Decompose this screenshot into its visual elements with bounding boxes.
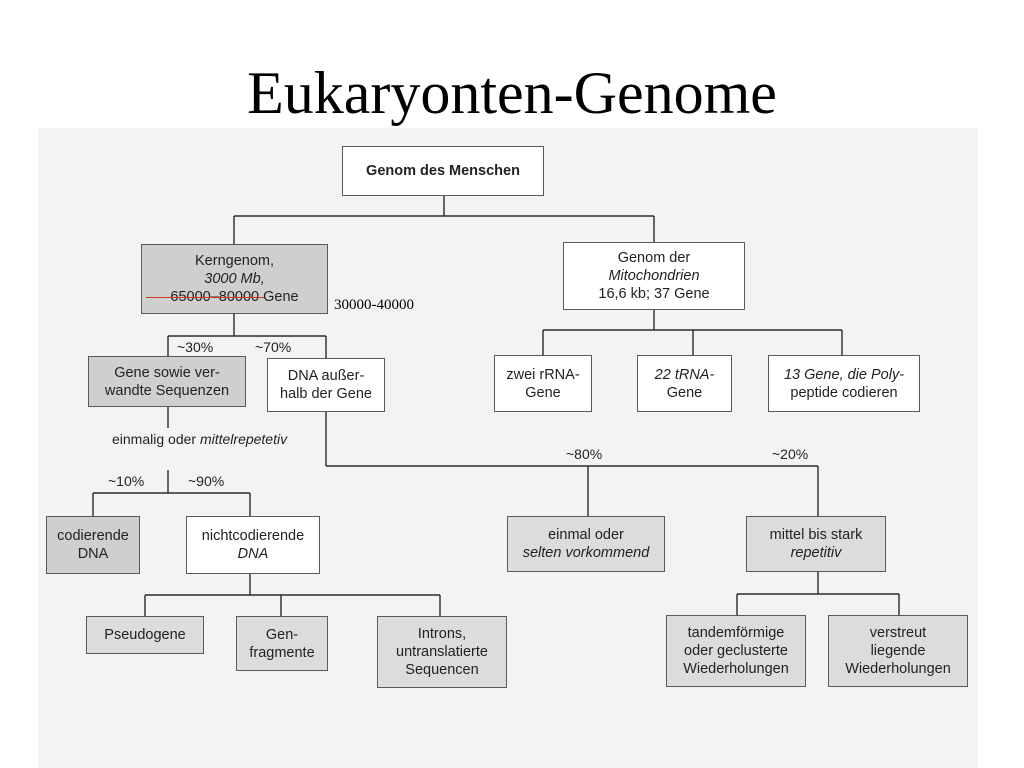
split-90-percent-label: ~90% — [188, 473, 225, 489]
tandem-line-2: oder geclusterte — [684, 643, 788, 659]
split-10-percent-label: ~10% — [108, 473, 145, 489]
split-30-percent-label: ~30% — [177, 339, 214, 355]
tandem-repeats-box: tandemförmige oder geclusterte Wiederhol… — [666, 615, 806, 687]
nuclear-line-2: 3000 Mb, — [204, 271, 265, 287]
scattered-line-3: Wiederholungen — [845, 661, 951, 677]
split-70-percent-label: ~70% — [255, 339, 292, 355]
genes-line-2: wandte Sequenzen — [104, 382, 230, 399]
introns-box: Introns, untranslatierte Sequencen — [377, 616, 507, 688]
repetitive-box: mittel bis stark repetitiv — [746, 516, 886, 572]
once-line-2: mittelrepetetiv — [199, 431, 288, 447]
introns-line-2: untranslatierte — [396, 644, 488, 660]
introns-line-1: Introns, — [417, 626, 467, 642]
fragments-line-2: fragmente — [249, 644, 315, 661]
tandem-line-1: tandemförmige — [687, 625, 785, 641]
polypeptide-genes-box: 13 Gene, die Poly- peptide codieren — [768, 355, 920, 412]
split-20-percent-label: ~20% — [772, 446, 809, 462]
nuclear-line-3: Gene — [259, 289, 299, 305]
introns-line-3: Sequencen — [405, 662, 479, 678]
rare-occurring-box: einmal oder selten vorkommend — [507, 516, 665, 572]
once-or-mid-label: einmalig oder mittelrepetetiv — [112, 430, 288, 448]
trna-line-1: 22 tRNA- — [654, 366, 715, 383]
repetitive-line-2: repetitiv — [790, 545, 842, 561]
rare-line-2: selten vorkommend — [522, 545, 650, 561]
noncoding-line-1: nichtcodierende — [201, 528, 305, 544]
noncoding-dna-box: nichtcodierende DNA — [186, 516, 320, 574]
mito-genome-box: Genom der Mitochondrien 16,6 kb; 37 Gene — [563, 242, 745, 310]
genes-line-1: Gene sowie ver- — [114, 364, 220, 381]
rrna-line-1: zwei rRNA- — [506, 366, 580, 383]
outside-genes-box: DNA außer- halb der Gene — [267, 358, 385, 412]
coding-line-2: DNA — [77, 546, 109, 562]
root-genome-box: Genom des Menschen — [342, 146, 544, 196]
outside-line-1: DNA außer- — [287, 368, 365, 384]
noncoding-line-2: DNA — [237, 546, 269, 562]
tandem-line-3: Wiederholungen — [683, 661, 789, 677]
root-genome-label: Genom des Menschen — [366, 163, 520, 179]
mito-line-2: Mitochondrien — [608, 268, 700, 284]
gene-fragments-box: Gen- fragmente — [236, 616, 328, 671]
mito-line-3: 16,6 kb; 37 Gene — [598, 286, 710, 302]
handwritten-gene-count-correction: 30000-40000 — [334, 297, 414, 313]
pseudogenes-label: Pseudogene — [104, 627, 186, 643]
coding-dna-box: codierende DNA — [46, 516, 140, 574]
slide-title: Eukaryonten-Genome — [247, 60, 777, 126]
fragments-line-1: Gen- — [265, 626, 299, 643]
pseudogenes-box: Pseudogene — [86, 616, 204, 654]
scattered-line-1: verstreut — [869, 625, 927, 641]
genes-related-box: Gene sowie ver- wandte Sequenzen — [88, 356, 246, 407]
nuclear-genome-box: Kerngenom, 3000 Mb, 65000–80000 Gene — [141, 244, 328, 314]
polypeptide-line-1: 13 Gene, die Poly- — [783, 366, 905, 383]
rrna-genes-box: zwei rRNA- Gene — [494, 355, 592, 412]
scattered-repeats-box: verstreut liegende Wiederholungen — [828, 615, 968, 687]
once-line-1: einmalig oder — [112, 431, 197, 447]
polypeptide-line-2: peptide codieren — [790, 384, 898, 401]
repetitive-line-1: mittel bis stark — [769, 527, 863, 543]
red-strikethrough-line — [146, 297, 264, 298]
coding-line-1: codierende — [57, 528, 129, 544]
rrna-line-2: Gene — [525, 384, 561, 401]
rare-line-1: einmal oder — [548, 527, 624, 543]
mito-line-1: Genom der — [617, 250, 691, 266]
trna-genes-box: 22 tRNA- Gene — [637, 355, 732, 412]
trna-line-2: Gene — [666, 384, 703, 401]
split-80-percent-label: ~80% — [566, 446, 603, 462]
nuclear-line-1: Kerngenom, — [195, 253, 274, 269]
scattered-line-2: liegende — [870, 643, 926, 659]
diagram-scan-background — [38, 128, 978, 768]
outside-line-2: halb der Gene — [280, 386, 372, 402]
